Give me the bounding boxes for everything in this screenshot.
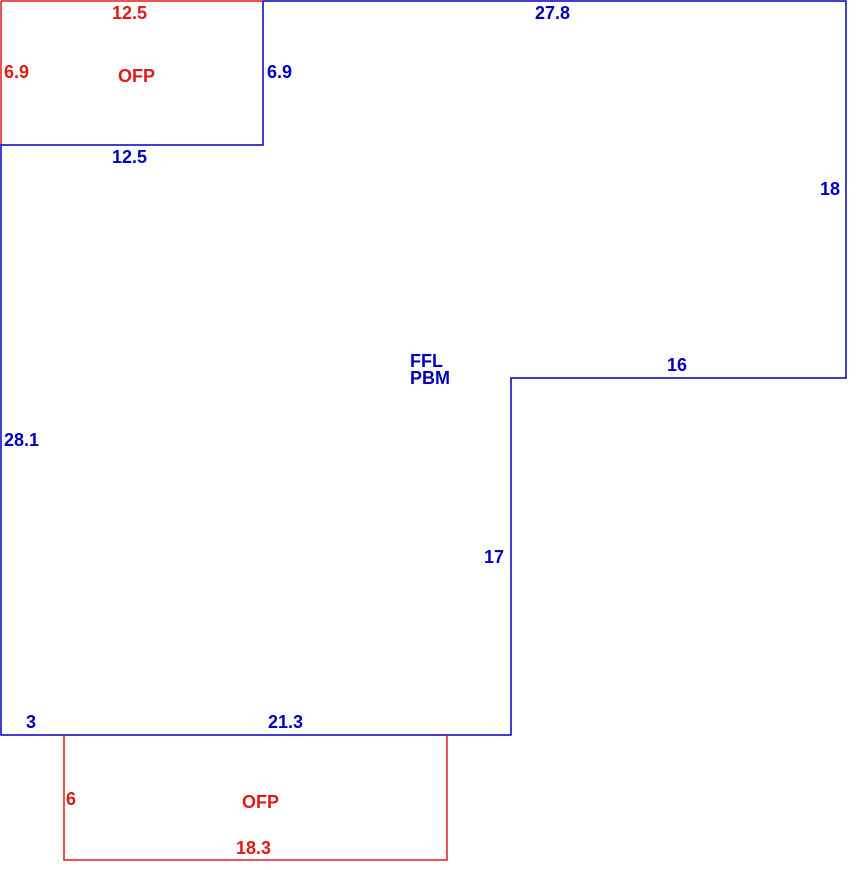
ofp-bottom-left-dimension: 6 — [66, 789, 77, 809]
ofp-top-top-dimension: 12.5 — [112, 3, 148, 23]
ofp-bottom-outline — [63, 735, 448, 861]
main-left-dimension: 28.1 — [4, 430, 40, 450]
main-area-outline — [0, 0, 847, 736]
main-notch-bottom-dimension: 12.5 — [112, 147, 148, 167]
main-notch-right-dimension: 6.9 — [267, 62, 293, 82]
main-area-label-line2: PBM — [410, 368, 450, 388]
main-top-dimension: 27.8 — [535, 3, 571, 23]
main-area-label-line1: FFL — [410, 351, 443, 371]
main-bottom-long-dimension: 21.3 — [268, 712, 304, 732]
main-right-upper-dimension: 18 — [820, 179, 841, 199]
ofp-bottom-area-label: OFP — [242, 792, 280, 812]
main-step-vertical-dimension: 17 — [484, 547, 505, 567]
main-bottom-short-dimension: 3 — [26, 712, 37, 732]
ofp-top-left-dimension: 6.9 — [4, 62, 30, 82]
ofp-bottom-bottom-dimension: 18.3 — [236, 838, 272, 858]
ofp-top-area-label: OFP — [118, 66, 156, 86]
main-step-horizontal-dimension: 16 — [667, 355, 688, 375]
